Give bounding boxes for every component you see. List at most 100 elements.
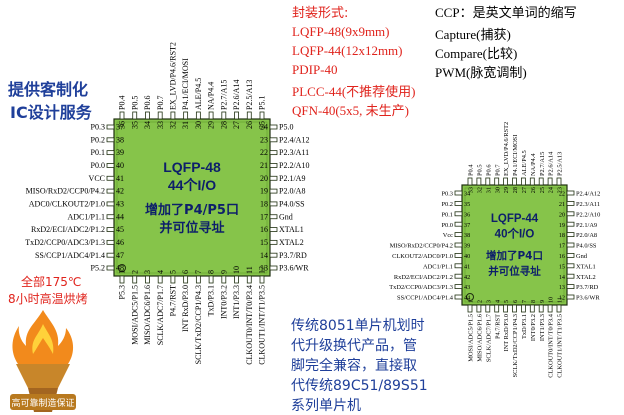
pin-number: 45 <box>116 225 124 234</box>
pin-number: 30 <box>194 121 203 129</box>
pin-pad <box>246 275 252 284</box>
pin-pad <box>132 275 138 284</box>
pin-pad <box>454 242 463 248</box>
pin-pad <box>529 304 535 313</box>
pin-label: TxD2/CCP0/ADC3/P1.3 <box>25 238 105 247</box>
pin-number: 44 <box>116 212 124 221</box>
pin-label: EX_LVD/P4.6/RST2 <box>503 122 510 176</box>
pin-pad <box>157 275 163 284</box>
service-line-1: 提供客制化 <box>8 80 89 99</box>
pin-pad <box>269 214 278 220</box>
pin-label: CLKOUT0/INT/T0/P3.4 <box>245 285 254 365</box>
pin-label: P3.6/WR <box>279 264 309 273</box>
pin-label: XTAL1 <box>279 225 304 234</box>
pin-number: 1 <box>468 300 475 303</box>
pin-number: 2 <box>130 270 139 274</box>
pin-number: 10 <box>232 266 241 274</box>
pin-number: 24 <box>260 123 268 132</box>
pin-label: P0.7 <box>494 164 501 176</box>
pin-pad <box>476 304 482 313</box>
pin-label: P4.7/RST <box>494 314 501 339</box>
pin-number: 31 <box>485 187 492 193</box>
pin-pad <box>145 111 150 120</box>
service-line-2: IC设计服务 <box>10 103 92 122</box>
pin-pad <box>566 252 575 258</box>
pin-label: MISO/RxD2/CCP0/P4.2 <box>390 243 453 250</box>
pin-number: 20 <box>260 174 268 183</box>
pin-label: MOSI/ADC5/P1.5 <box>468 314 475 362</box>
pin-label: P5.3 <box>118 285 127 299</box>
pin-pad <box>566 284 575 290</box>
pin-pad <box>208 111 214 120</box>
glossary-item: PWM(脉宽调制) <box>435 65 527 80</box>
pin-pad <box>566 242 575 248</box>
pin-label: P0.5 <box>477 164 484 176</box>
pin-pad <box>269 150 278 156</box>
pin-label: P2.2/A10 <box>279 161 309 170</box>
pin-pad <box>183 111 189 120</box>
pin-number: 28 <box>219 121 228 129</box>
pin-pad <box>467 304 473 313</box>
compat-line: 脚完全兼容，直接取 <box>291 358 417 374</box>
pin-number: 21 <box>559 201 565 208</box>
pin-label: P2.7/A15 <box>219 80 228 110</box>
pin-number: 37 <box>464 222 470 229</box>
package-item: QFN-40(5x5, 未生产) <box>292 103 409 118</box>
pin-label: CLKOUT1/INT/T1/P3.5 <box>258 285 267 365</box>
pin-label: ALE/P4.5 <box>521 150 528 176</box>
pin-pad <box>234 275 239 284</box>
pin-pad <box>106 124 115 130</box>
pin-pad <box>556 177 562 186</box>
pin-pad <box>106 137 115 143</box>
chip-title: LQFP-44 <box>491 213 539 225</box>
pin-number: 33 <box>156 121 165 129</box>
pin-number: 3 <box>485 300 492 303</box>
compat-line: 传统8051单片机划时 <box>291 318 425 334</box>
pin-label: RxD2/ECI/ADC2/P1.2 <box>394 274 453 281</box>
pin-pad <box>538 304 544 313</box>
pin-pad <box>454 211 463 217</box>
pin-number: 42 <box>116 187 124 196</box>
pin-label: INT RxD/P3.0 <box>503 314 510 352</box>
pin-pad <box>467 177 473 186</box>
pin-pad <box>269 188 278 194</box>
pin-pad <box>454 273 463 279</box>
pin-number: 5 <box>169 270 178 274</box>
pin-number: 33 <box>468 187 475 193</box>
pin-label: P0.3 <box>441 191 453 198</box>
pin-pad <box>503 304 509 313</box>
pin-pad <box>269 175 278 181</box>
glossary-item: Capture(捕获) <box>435 27 511 42</box>
pin-label: TxD2/CCP0/ADC3/P1.3 <box>389 284 453 291</box>
pin-pad <box>269 124 278 130</box>
pin-number: 23 <box>557 187 564 193</box>
chip-title: LQFP-48 <box>163 159 221 175</box>
pin-pad <box>106 265 115 271</box>
pin-number: 15 <box>260 238 268 247</box>
pin-pad <box>566 190 575 196</box>
pin-pad <box>547 304 553 313</box>
pin-number: 14 <box>559 274 565 281</box>
pin-number: 37 <box>116 123 124 132</box>
pin-label: INT0/P3.2 <box>530 314 537 341</box>
pin-number: 27 <box>521 187 528 193</box>
pin-number: 34 <box>464 191 470 198</box>
pin-label: P2.1/A9 <box>279 174 305 183</box>
pin-number: 30 <box>494 187 501 193</box>
pin-label: Gnd <box>279 212 293 221</box>
pin-label: P0.2 <box>91 135 105 144</box>
pin-label: CLKOUT1/INT/T1/P3.5 <box>557 314 564 378</box>
pin-number: 22 <box>260 148 268 157</box>
pin-label: P2.6/A14 <box>548 151 555 176</box>
pin-number: 18 <box>559 232 565 239</box>
pin-pad <box>234 111 239 120</box>
pin-label: TxD/P3.1 <box>521 314 528 339</box>
pin-number: 28 <box>512 187 519 193</box>
pin-number: 40 <box>464 253 470 260</box>
pin-pad <box>269 163 278 168</box>
pin-number: 36 <box>118 121 127 129</box>
pin-label: P2.7/A15 <box>539 152 546 176</box>
aging-banner: 高可靠制造保证 <box>11 397 74 409</box>
pin-pad <box>454 232 463 238</box>
